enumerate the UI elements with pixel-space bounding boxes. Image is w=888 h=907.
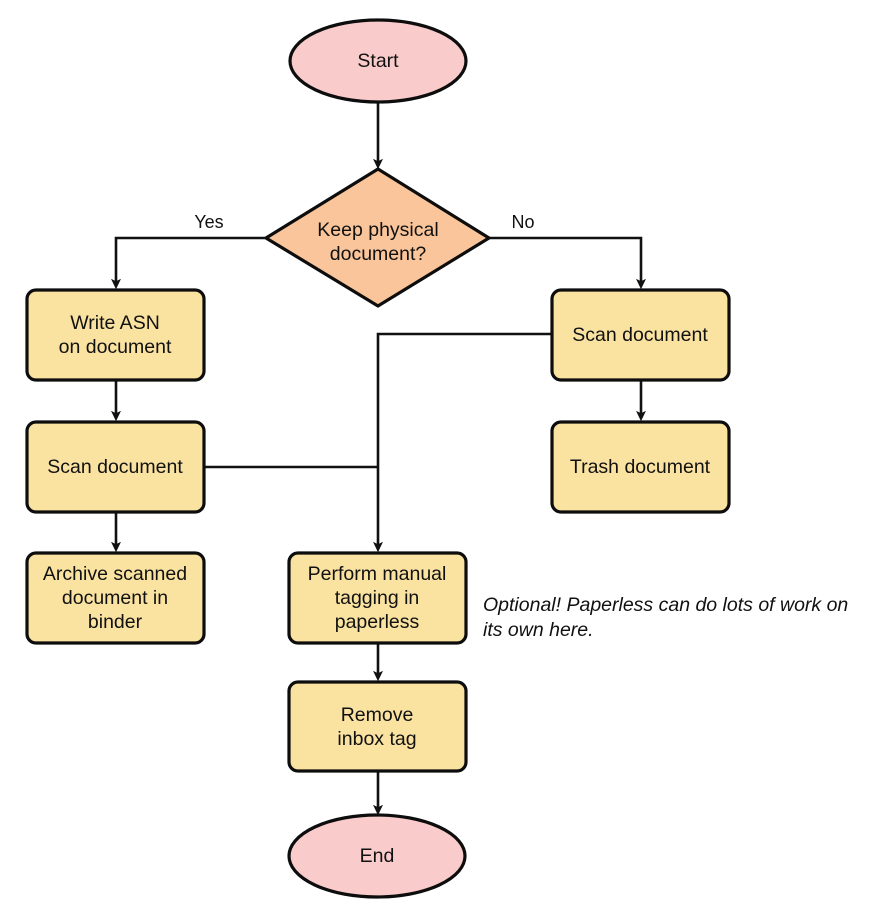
edge-label-no: No — [511, 212, 534, 232]
connector-scan-right-to-tagging — [373, 332, 552, 553]
note-line1: Optional! Paperless can do lots of work … — [483, 594, 848, 616]
node-decision-keep-physical-document[interactable]: Keep physical document? — [264, 167, 491, 308]
edge-label-yes: Yes — [194, 212, 223, 232]
archive-label-line3: binder — [88, 611, 143, 633]
decision-label-line2: document? — [330, 243, 427, 265]
start-ellipse — [288, 18, 468, 104]
archive-box — [25, 551, 206, 645]
remove-inbox-label-line2: inbox tag — [337, 728, 416, 750]
write-asn-label-line2: on document — [59, 336, 172, 358]
start-label: Start — [357, 50, 399, 72]
node-archive-scanned-document-in-binder[interactable]: Archive scanned document in binder — [25, 551, 206, 645]
node-end[interactable]: End — [287, 813, 467, 899]
write-asn-box — [25, 288, 206, 382]
write-asn-label-line1: Write ASN — [70, 312, 160, 334]
scan-right-label: Scan document — [572, 324, 708, 346]
node-trash-document[interactable]: Trash document — [550, 420, 731, 514]
note-line2: its own here. — [483, 619, 594, 641]
tagging-box — [287, 551, 468, 645]
decision-diamond — [264, 167, 491, 308]
scan-left-label: Scan document — [47, 456, 183, 478]
node-scan-document-right[interactable]: Scan document — [550, 288, 731, 382]
node-scan-document-left[interactable]: Scan document — [25, 420, 206, 514]
tagging-label-line1: Perform manual — [308, 563, 447, 585]
connector-decision-no-to-scan-right — [490, 236, 646, 290]
node-write-asn-on-document[interactable]: Write ASN on document — [25, 288, 206, 382]
decision-label-line1: Keep physical — [317, 219, 438, 241]
archive-label-line1: Archive scanned — [43, 563, 187, 585]
trash-box — [550, 420, 731, 514]
trash-label: Trash document — [570, 456, 711, 478]
connector-decision-yes-to-write-asn — [111, 236, 265, 290]
node-remove-inbox-tag[interactable]: Remove inbox tag — [287, 680, 468, 773]
remove-inbox-box — [287, 680, 468, 773]
scan-left-box — [25, 420, 206, 514]
annotation-note: Optional! Paperless can do lots of work … — [483, 594, 848, 641]
end-ellipse — [287, 813, 467, 899]
scan-right-box — [550, 288, 731, 382]
node-start[interactable]: Start — [288, 18, 468, 104]
tagging-label-line2: tagging in — [335, 587, 420, 609]
node-perform-manual-tagging-in-paperless[interactable]: Perform manual tagging in paperless — [287, 551, 468, 645]
end-label: End — [360, 845, 395, 867]
connectors — [111, 103, 646, 816]
archive-label-line2: document in — [62, 587, 168, 609]
remove-inbox-label-line1: Remove — [341, 704, 414, 726]
tagging-label-line3: paperless — [335, 611, 420, 633]
